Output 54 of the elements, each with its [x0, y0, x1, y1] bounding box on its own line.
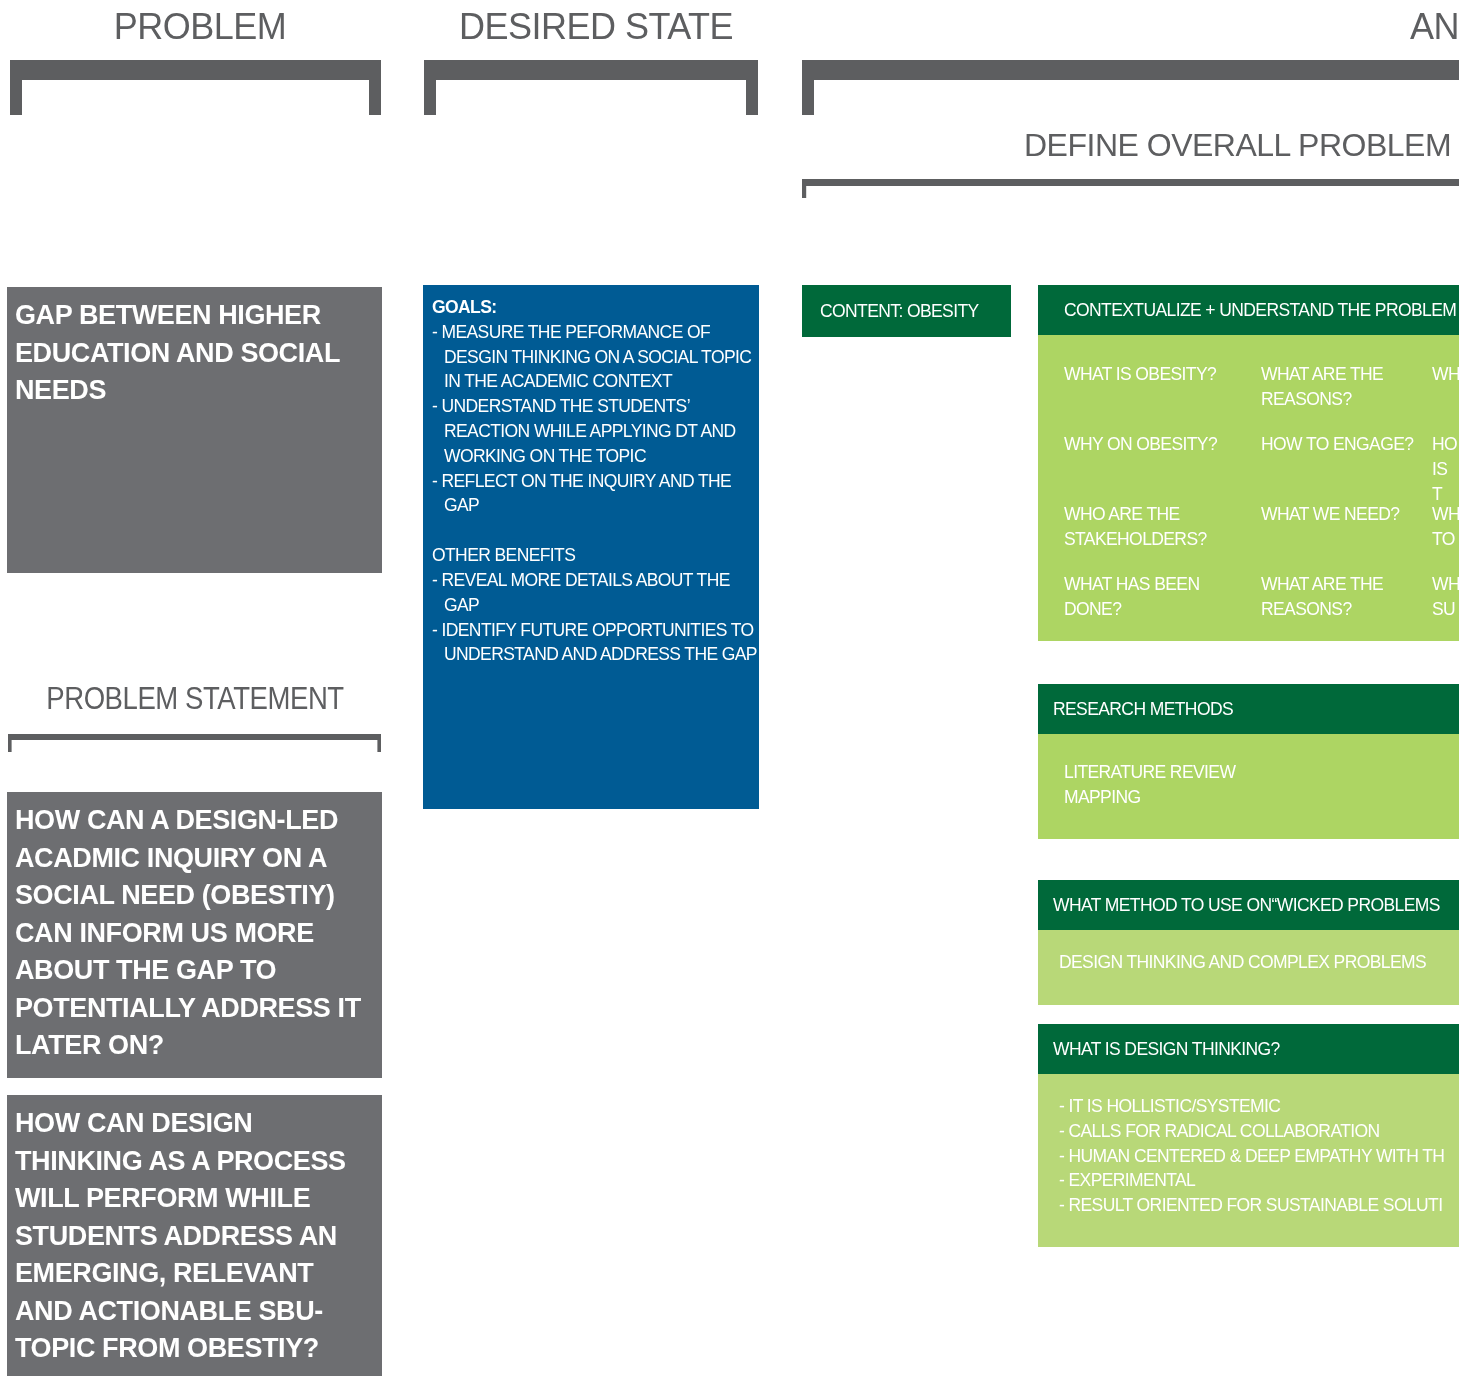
statement-text: HOW CAN DESIGN THINKING AS A PROCESS WILL PERFORM WHILE STUDENTS ADDRESS AN EMERGING, RELEVANT AND ACTIONABLE SBU-TOPIC FROM OBESTIY? [15, 1107, 347, 1365]
question-text: WH [1432, 363, 1459, 386]
section-bracket [8, 734, 381, 752]
question-text: WHAT ARE THE REASONS? [1261, 363, 1385, 411]
topic-panel [1038, 285, 1459, 641]
statement-text: HOW CAN A DESIGN-LED ACADMIC INQUIRY ON A SOCIAL NEED (OBESTIY) CAN INFORM US MORE ABOUT THE GAP TO POTENTIALLY ADDRESS IT LATER ON? [15, 804, 362, 1062]
panel-header: WHAT IS DESIGN THINKING? [1038, 1024, 1459, 1074]
bullet-text: - HUMAN CENTERED & DEEP EMPATHY WITH TH [1059, 1144, 1446, 1168]
bullet-text: - CALLS FOR RADICAL COLLABORATION [1059, 1119, 1381, 1143]
section-bracket [802, 179, 1459, 198]
bullet-text: - IDENTIFY FUTURE OPPORTUNITIES TO UNDERSTAND AND ADDRESS THE GAP [432, 618, 758, 667]
question-text: WH TO [1432, 503, 1459, 551]
bullet-text: - EXPERIMENTAL [1059, 1169, 1197, 1193]
statement-card [7, 1095, 382, 1376]
question-text: WH SU [1432, 573, 1459, 621]
statement-card [7, 792, 382, 1078]
bullet-text: - RESULT ORIENTED FOR SUSTAINABLE SOLUTI [1059, 1194, 1444, 1218]
section-heading: PROBLEM STATEMENT [46, 680, 344, 717]
tag-text: CONTENT: OBESITY [820, 300, 979, 322]
item-text: MAPPING [1064, 785, 1142, 809]
topic-panel [1038, 684, 1459, 839]
section-heading: DEFINE OVERALL PROBLEM [1024, 127, 1452, 164]
panel-header: WHAT METHOD TO USE ON“WICKED PROBLEMS [1038, 880, 1459, 930]
topic-panel [1038, 1024, 1459, 1247]
question-text: WHAT ARE THE REASONS? [1261, 573, 1385, 621]
question-text: HOW TO ENGAGE? [1261, 433, 1415, 456]
bullet-text: - REFLECT ON THE INQUIRY AND THE GAP [432, 469, 733, 518]
section-bracket [424, 60, 758, 115]
bullet-text: - REVEAL MORE DETAILS ABOUT THE GAP [432, 568, 731, 617]
content-tag [802, 285, 1011, 337]
bullet-text: - UNDERSTAND THE STUDENTS’ REACTION WHILE APPLYING DT AND WORKING ON THE TOPIC [432, 395, 737, 468]
goals-heading: GOALS: [432, 296, 498, 319]
section-bracket [802, 60, 1459, 115]
panel-header: CONTEXTUALIZE + UNDERSTAND THE PROBLEM [1038, 285, 1459, 335]
section-subheading: OTHER BENEFITS [432, 544, 577, 568]
bullet-text: - IT IS HOLLISTIC/SYSTEMIC [1059, 1095, 1282, 1118]
question-text: WHO ARE THE STAKEHOLDERS? [1064, 503, 1208, 551]
section-bracket [10, 60, 381, 115]
section-heading: AN [1410, 6, 1459, 48]
item-text: DESIGN THINKING AND COMPLEX PROBLEMS [1059, 951, 1428, 974]
item-text: LITERATURE REVIEW [1064, 761, 1237, 784]
section-heading: PROBLEM [113, 6, 287, 48]
topic-panel [1038, 880, 1459, 1005]
question-text: WHY ON OBESITY? [1064, 433, 1219, 456]
question-text: HO IS T [1432, 433, 1459, 506]
bullet-text: - MEASURE THE PEFORMANCE OF DESGIN THINKING ON A SOCIAL TOPIC IN THE ACADEMIC CONTEXT [432, 320, 753, 394]
section-heading: DESIRED STATE [458, 6, 734, 48]
statement-text: GAP BETWEEN HIGHER EDUCATION AND SOCIAL NEEDS [15, 299, 341, 407]
goals-card [423, 285, 759, 809]
question-text: WHAT WE NEED? [1261, 503, 1401, 526]
question-text: WHAT IS OBESITY? [1064, 363, 1218, 386]
question-text: WHAT HAS BEEN DONE? [1064, 573, 1201, 621]
statement-card [7, 287, 382, 573]
panel-header: RESEARCH METHODS [1038, 684, 1459, 734]
